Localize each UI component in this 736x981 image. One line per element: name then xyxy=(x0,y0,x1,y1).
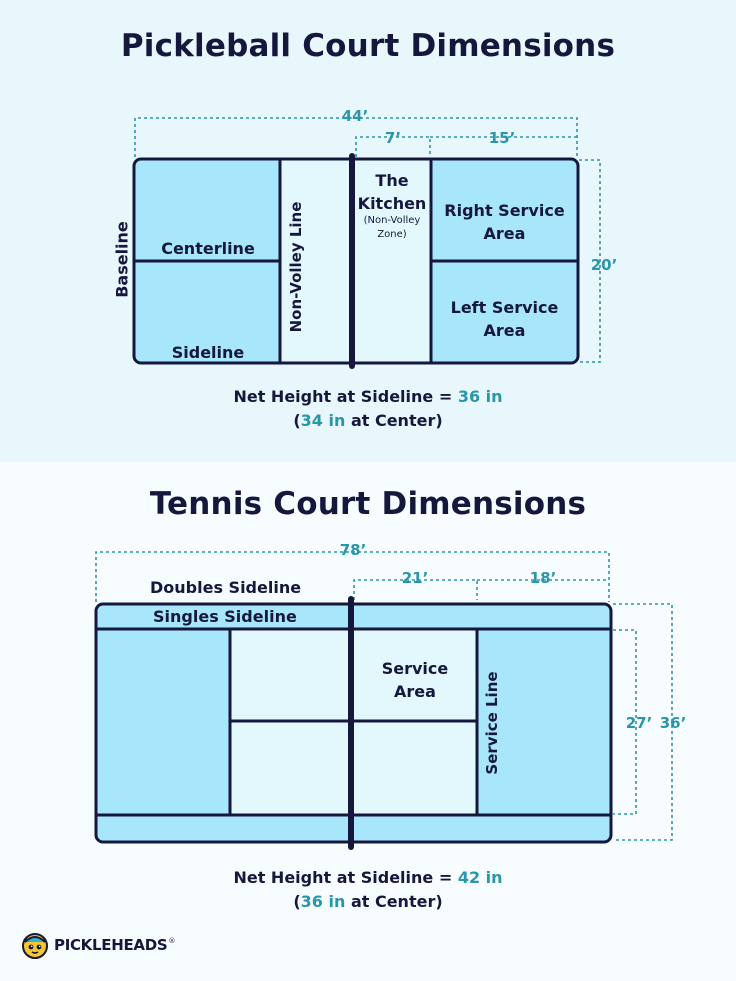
width-dimension-line xyxy=(579,159,601,363)
baseline-label: Baseline xyxy=(112,221,132,298)
tennis-back-dimension: 18’ xyxy=(529,569,557,587)
pickleball-net-sideline-value: 36 in xyxy=(457,387,503,406)
logo-trademark: ® xyxy=(168,937,176,945)
tennis-length-dimension-line xyxy=(95,551,610,602)
kitchen-sublabel-line2: Zone) xyxy=(377,229,407,240)
width-dimension: 20’ xyxy=(590,256,618,274)
tennis-length-dimension: 78’ xyxy=(339,541,367,559)
tennis-net-sideline-value: 42 in xyxy=(457,868,503,887)
left-service-area-label-line1: Left Service xyxy=(450,298,559,317)
service-line-label: Service Line xyxy=(483,671,501,775)
singles-width-dimension-line xyxy=(613,629,637,815)
tennis-title: Tennis Court Dimensions xyxy=(149,486,587,522)
net xyxy=(349,153,355,369)
pickleball-title: Pickleball Court Dimensions xyxy=(120,28,616,64)
tennis-court-diagram xyxy=(94,551,673,850)
tennis-service-dimension: 21’ xyxy=(401,569,429,587)
pickleball-mascot-icon xyxy=(22,933,48,959)
tennis-service-dimension-line xyxy=(353,579,478,600)
kitchen-label-line2: Kitchen xyxy=(357,194,427,213)
doubles-width-dimension-line xyxy=(613,603,673,841)
tennis-net xyxy=(348,596,354,850)
logo-wordmark: PICKLEHEADS xyxy=(54,936,168,954)
doubles-sideline-label: Doubles Sideline xyxy=(150,578,302,597)
service-area-label-line1: Service xyxy=(381,659,449,678)
non-volley-line-label: Non-Volley Line xyxy=(287,201,305,333)
pickleball-net-height-sideline: Net Height at Sideline = 36 in xyxy=(233,387,503,406)
kitchen-dimension-line xyxy=(355,136,431,157)
centerline-label: Centerline xyxy=(161,239,255,258)
kitchen-sublabel-line1: (Non-Volley xyxy=(363,215,421,226)
length-dimension: 44’ xyxy=(341,107,369,125)
sideline-label: Sideline xyxy=(171,343,245,362)
pickleball-net-center-value: 34 in xyxy=(300,411,346,430)
pickleball-net-height-center: (34 in at Center) xyxy=(293,411,443,430)
pickleheads-logo[interactable]: PICKLEHEADS ® xyxy=(20,930,175,960)
singles-width-dimension: 27’ xyxy=(625,714,653,732)
tennis-net-center-value: 36 in xyxy=(300,892,346,911)
tennis-net-height-center: (36 in at Center) xyxy=(293,892,443,911)
pickleball-court-diagram xyxy=(132,117,601,369)
right-service-area-label-line1: Right Service xyxy=(444,201,565,220)
service-length-dimension: 15’ xyxy=(488,129,516,147)
left-service-area-label-line2: Area xyxy=(483,321,526,340)
kitchen-label-line1: The xyxy=(375,171,409,190)
tennis-net-height-sideline: Net Height at Sideline = 42 in xyxy=(233,868,503,887)
right-service-area-label-line2: Area xyxy=(483,224,526,243)
singles-sideline-label: Singles Sideline xyxy=(153,607,297,626)
kitchen-dimension: 7’ xyxy=(384,129,402,147)
service-area-label-line2: Area xyxy=(394,682,436,701)
doubles-width-dimension: 36’ xyxy=(659,714,687,732)
